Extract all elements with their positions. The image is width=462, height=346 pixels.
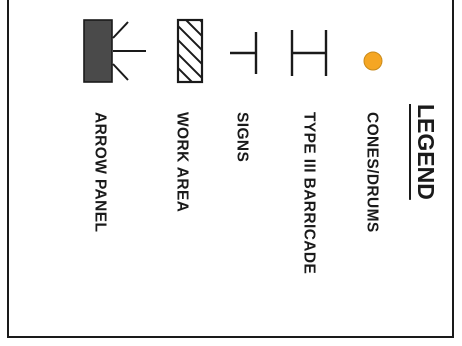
arrow-panel-icon <box>83 19 146 83</box>
sign-icon <box>230 32 258 74</box>
legend-frame <box>7 0 454 338</box>
legend-title: LEGEND <box>413 104 439 200</box>
legend-item-arrow-panel: ARROW PANEL <box>91 112 109 233</box>
type-iii-barricade-icon <box>290 30 328 76</box>
legend-item-type-iii-barricade: TYPE III BARRICADE <box>300 112 318 275</box>
cone-drum-icon <box>363 51 383 71</box>
legend-item-signs: SIGNS <box>233 112 251 163</box>
work-area-icon <box>176 18 204 84</box>
legend-item-work-area: WORK AREA <box>173 112 191 213</box>
legend-item-cones-drums: CONES/DRUMS <box>363 112 381 233</box>
